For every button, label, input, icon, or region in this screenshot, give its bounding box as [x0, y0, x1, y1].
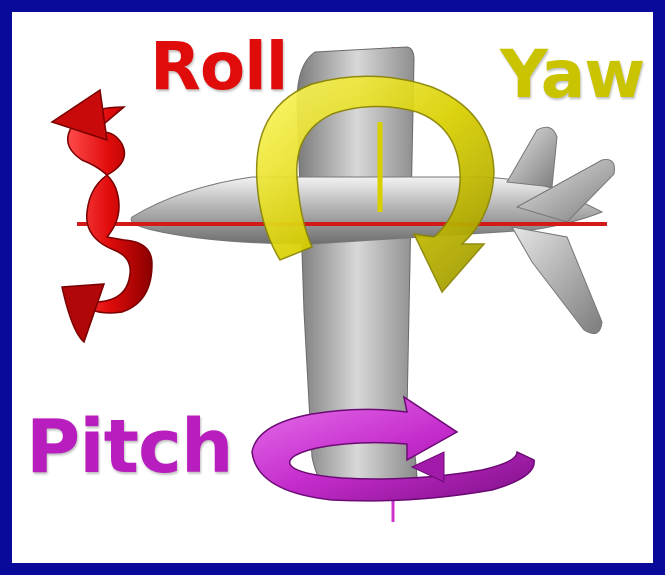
- roll-arrow-tail: [62, 284, 104, 342]
- tail-fin: [507, 127, 557, 187]
- pitch-label: Pitch: [26, 410, 233, 484]
- yaw-label: Yaw: [500, 42, 644, 108]
- roll-rotation-arrow: [68, 107, 152, 313]
- lower-stabilizer: [512, 227, 602, 334]
- roll-label: Roll: [150, 34, 287, 100]
- diagram-panel: Roll Yaw Pitch: [12, 12, 653, 563]
